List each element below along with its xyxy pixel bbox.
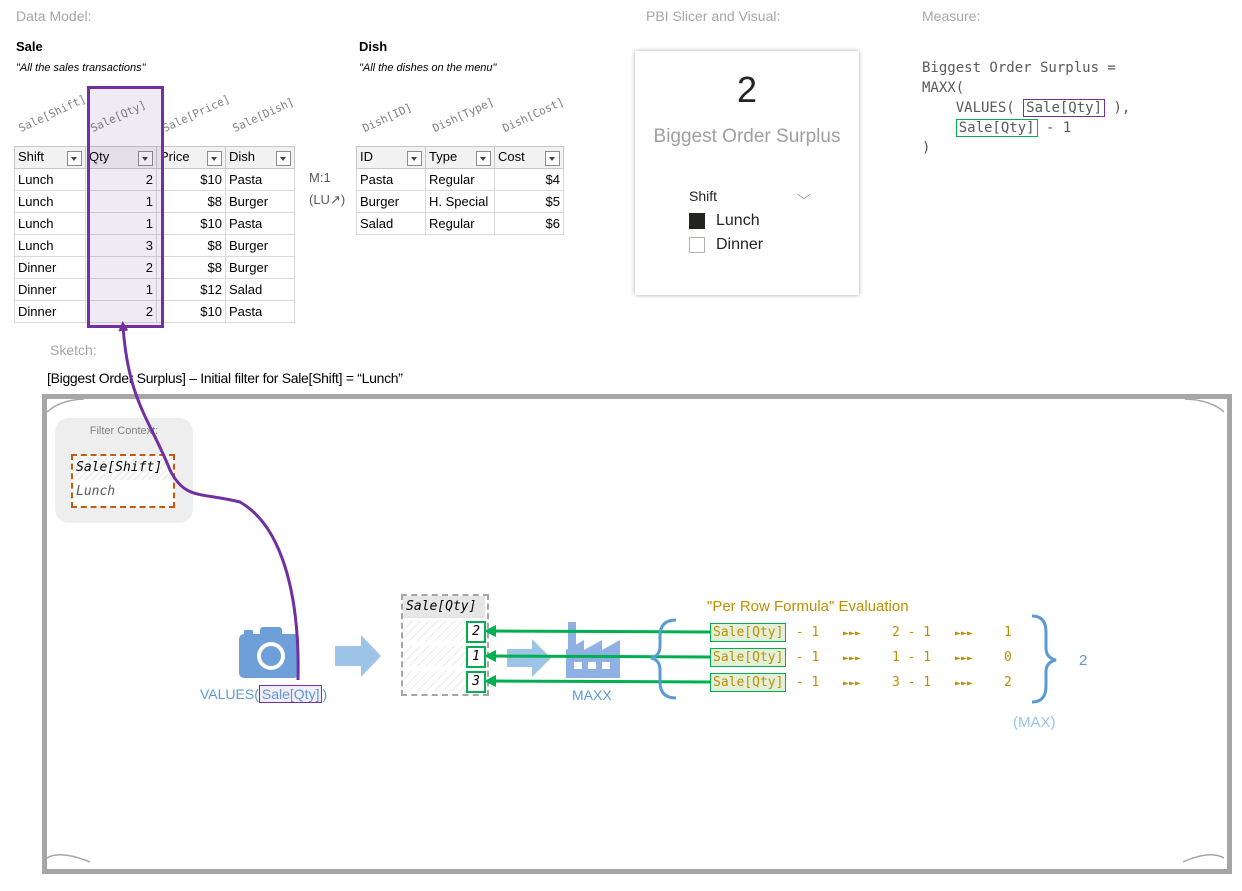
per-row-ref: Sale[Qty]: [710, 673, 787, 692]
triple-arrow-icon: ►►►: [843, 678, 862, 689]
triple-arrow-icon: ►►►: [955, 628, 974, 639]
per-row-expr: 2 - 1: [892, 625, 932, 640]
measure-values-ref: Sale[Qty]: [1023, 99, 1106, 117]
filter-value: Lunch: [76, 484, 116, 499]
final-result: 2: [1079, 652, 1088, 669]
per-row-op: - 1: [788, 675, 820, 690]
sketch-label: Sketch:: [50, 342, 97, 358]
relationship-cardinality: M:1: [309, 170, 331, 185]
sale-table-subtitle: "All the sales transactions": [16, 62, 146, 74]
measure-label: Measure:: [922, 8, 981, 24]
filter-dropdown-icon[interactable]: [407, 151, 422, 166]
sale-table-title: Sale: [16, 39, 43, 54]
filter-context-box: Sale[Shift] Lunch: [71, 454, 175, 508]
max-brace: [1031, 614, 1057, 704]
per-row-expr: 1 - 1: [892, 650, 932, 665]
column-header[interactable]: Qty: [85, 146, 157, 169]
column-header[interactable]: Dish: [225, 146, 295, 169]
values-expression: VALUES(Sale[Qty]): [200, 685, 328, 703]
per-row-result: 2: [1004, 675, 1012, 690]
chevron-down-icon[interactable]: ⌵: [797, 187, 811, 202]
measure-code: Biggest Order Surplus = MAXX( VALUES( Sa…: [922, 60, 1131, 156]
triple-arrow-icon: ►►►: [843, 628, 862, 639]
sketch-heading: [Biggest Order Surplus] – Initial filter…: [47, 370, 403, 386]
sketch-frame: [42, 394, 1232, 874]
camera-icon: [239, 627, 299, 678]
relationship-kind: (LU↗): [309, 192, 346, 207]
factory-icon: [566, 622, 620, 678]
per-row-ref: Sale[Qty]: [710, 623, 787, 642]
per-row-ref: Sale[Qty]: [710, 648, 787, 667]
per-row-title: "Per Row Formula" Evaluation: [707, 598, 909, 615]
filter-context-title: Filter Context:: [89, 425, 159, 437]
triple-arrow-icon: ►►►: [843, 653, 862, 664]
slicer-option-lunch[interactable]: Lunch: [716, 212, 760, 229]
column-header[interactable]: Cost: [494, 146, 564, 169]
row-arrow: [484, 675, 711, 688]
dish-table-title: Dish: [359, 39, 388, 54]
filter-dropdown-icon[interactable]: [138, 151, 153, 166]
qty-column-highlight: [87, 86, 164, 328]
iteration-brace: [650, 618, 677, 700]
row-arrow: [484, 625, 711, 638]
values-result-header: Sale[Qty]: [403, 596, 485, 618]
values-result-cell: 3: [466, 671, 486, 693]
lineage-arrow: [118, 321, 300, 681]
final-label: (MAX): [1013, 714, 1056, 731]
card-value: 2: [736, 69, 758, 110]
slicer-title: Shift: [689, 188, 718, 204]
row-arrow: [484, 650, 711, 663]
filter-dropdown-icon[interactable]: [476, 151, 491, 166]
measure-row-ref: Sale[Qty]: [955, 119, 1038, 137]
slicer-checkbox-lunch[interactable]: [689, 213, 705, 229]
per-row-result: 1: [1004, 625, 1012, 640]
column-header[interactable]: ID: [356, 146, 426, 169]
data-model-label: Data Model:: [16, 8, 92, 24]
filter-dropdown-icon[interactable]: [67, 151, 82, 166]
column-header[interactable]: Type: [425, 146, 495, 169]
per-row-op: - 1: [788, 650, 820, 665]
filter-dropdown-icon[interactable]: [207, 151, 222, 166]
column-header[interactable]: Shift: [14, 146, 86, 169]
pbi-visual-card: 2 Biggest Order Surplus Shift ⌵ Lunch Di…: [635, 51, 859, 295]
filter-dropdown-icon[interactable]: [545, 151, 560, 166]
slicer-option-dinner[interactable]: Dinner: [716, 236, 764, 253]
filter-dropdown-icon[interactable]: [276, 151, 291, 166]
card-label: Biggest Order Surplus: [653, 126, 841, 147]
per-row-result: 0: [1004, 650, 1012, 665]
filter-column: Sale[Shift]: [73, 456, 173, 480]
per-row-expr: 3 - 1: [892, 675, 932, 690]
block-arrow-icon: [335, 635, 381, 677]
maxx-label: MAXX: [572, 687, 612, 703]
dish-table-subtitle: "All the dishes on the menu": [359, 62, 497, 74]
pbi-visual-label: PBI Slicer and Visual:: [646, 8, 781, 24]
triple-arrow-icon: ►►►: [955, 678, 974, 689]
triple-arrow-icon: ►►►: [955, 653, 974, 664]
slicer-checkbox-dinner[interactable]: [689, 237, 705, 253]
block-arrow-icon: [507, 639, 551, 677]
per-row-op: - 1: [788, 625, 820, 640]
